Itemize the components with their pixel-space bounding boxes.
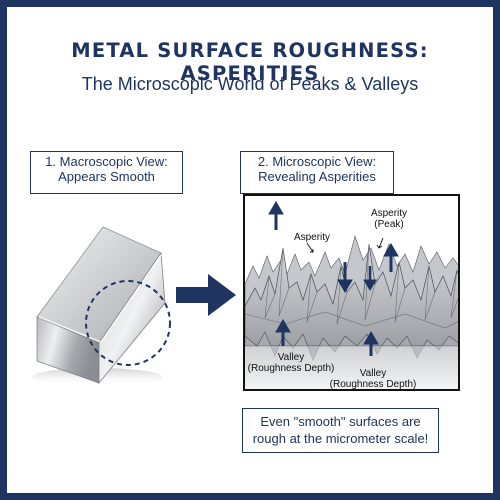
asperity-surface-illustration — [245, 201, 458, 389]
valley-label-right-line1: Valley — [359, 368, 387, 379]
macroscopic-label-line1: 1. Macroscopic View: — [45, 154, 168, 169]
note-line1: Even "smooth" surfaces are — [260, 414, 421, 429]
asperity-label-right-line2: (Peak) — [374, 219, 404, 230]
note-line2: rough at the micrometer scale! — [252, 431, 429, 446]
macroscopic-label-line2: Appears Smooth — [58, 169, 155, 184]
valley-label-right: Valley (Roughness Depth) — [329, 368, 417, 390]
surface-front-ridge — [245, 243, 458, 347]
pointer-lines — [306, 237, 384, 253]
surface-base — [245, 346, 458, 389]
valley-label-left-line1: Valley — [277, 352, 305, 363]
asperity-label-left: Asperity — [293, 232, 331, 243]
page-title: METAL SURFACE ROUGHNESS: ASPERITIES — [71, 39, 429, 85]
valley-label-right-line2: (Roughness Depth) — [329, 379, 417, 390]
microscopic-panel: Asperity Asperity (Peak) Valley (Roughne… — [243, 194, 460, 391]
asperity-label-right-line1: Asperity — [370, 208, 408, 219]
asperity-label-right: Asperity (Peak) — [363, 208, 415, 230]
magnifier-circle — [85, 280, 171, 366]
valley-label-left: Valley (Roughness Depth) — [247, 352, 335, 374]
microscopic-view-label: 2. Microscopic View: Revealing Asperitie… — [240, 151, 394, 194]
page-subtitle: The Microscopic World of Peaks & Valleys — [81, 74, 419, 94]
microscopic-label-line2: Revealing Asperities — [258, 169, 376, 184]
metal-block-illustration — [32, 226, 171, 386]
right-arrow-icon — [176, 274, 236, 316]
macroscopic-view-label: 1. Macroscopic View: Appears Smooth — [30, 151, 183, 194]
microscopic-label-line1: 2. Microscopic View: — [257, 154, 377, 169]
note-box: Even "smooth" surfaces are rough at the … — [242, 408, 439, 453]
valley-label-left-line2: (Roughness Depth) — [247, 363, 335, 374]
annotation-arrows — [268, 201, 399, 356]
